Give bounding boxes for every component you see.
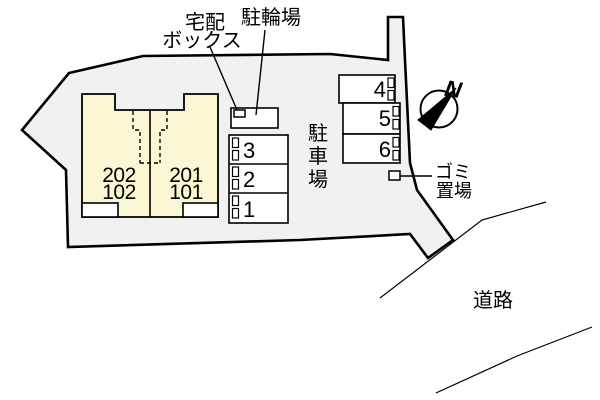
road-line-lower <box>435 326 593 394</box>
svg-text:置場: 置場 <box>436 181 472 201</box>
parking-area-right: 4 5 6 <box>338 74 401 164</box>
stairs-dashed <box>132 111 168 164</box>
delivery-box-label: 宅配 ボックス <box>162 11 241 52</box>
wheel-stops-right <box>387 77 400 161</box>
road-line-upper <box>379 201 547 299</box>
unit-201-101-label: 201 101 <box>169 164 203 204</box>
bicycle-parking-label: 駐輪場 <box>241 6 301 29</box>
svg-text:駐: 駐 <box>308 122 328 145</box>
bicycle-parking-leader-line <box>255 29 266 116</box>
parking-number: 4 <box>374 77 386 102</box>
svg-text:宅配: 宅配 <box>185 11 225 34</box>
garbage-area-label: ゴミ 置場 <box>435 162 472 201</box>
parking-number: 5 <box>379 106 391 131</box>
svg-text:102: 102 <box>102 181 136 204</box>
delivery-box-leader-line <box>209 46 238 111</box>
parking-number: 1 <box>243 197 255 222</box>
svg-text:車: 車 <box>308 145 328 168</box>
compass-north-letter: N <box>443 75 464 104</box>
svg-text:ゴミ: ゴミ <box>435 162 471 182</box>
parking-number: 3 <box>243 138 255 163</box>
balcony-right <box>182 202 219 218</box>
unit-202-102-label: 202 102 <box>102 164 136 204</box>
parking-number: 2 <box>243 167 255 192</box>
svg-text:201: 201 <box>169 164 203 187</box>
road-label: 道路 <box>473 289 513 312</box>
svg-text:場: 場 <box>308 168 328 191</box>
svg-text:ボックス: ボックス <box>162 29 241 52</box>
delivery-box <box>233 109 246 118</box>
parking-lot-label: 駐 車 場 <box>308 122 328 191</box>
svg-text:101: 101 <box>169 181 203 204</box>
compass-icon: N <box>417 75 464 131</box>
parking-number: 6 <box>379 137 391 162</box>
parking-area-left: 3 2 1 <box>228 134 289 224</box>
wheel-stops-left <box>231 137 240 219</box>
balcony-left <box>81 202 119 218</box>
north-arrow-icon <box>417 87 457 131</box>
svg-text:202: 202 <box>102 164 136 187</box>
garbage-box <box>388 170 401 181</box>
